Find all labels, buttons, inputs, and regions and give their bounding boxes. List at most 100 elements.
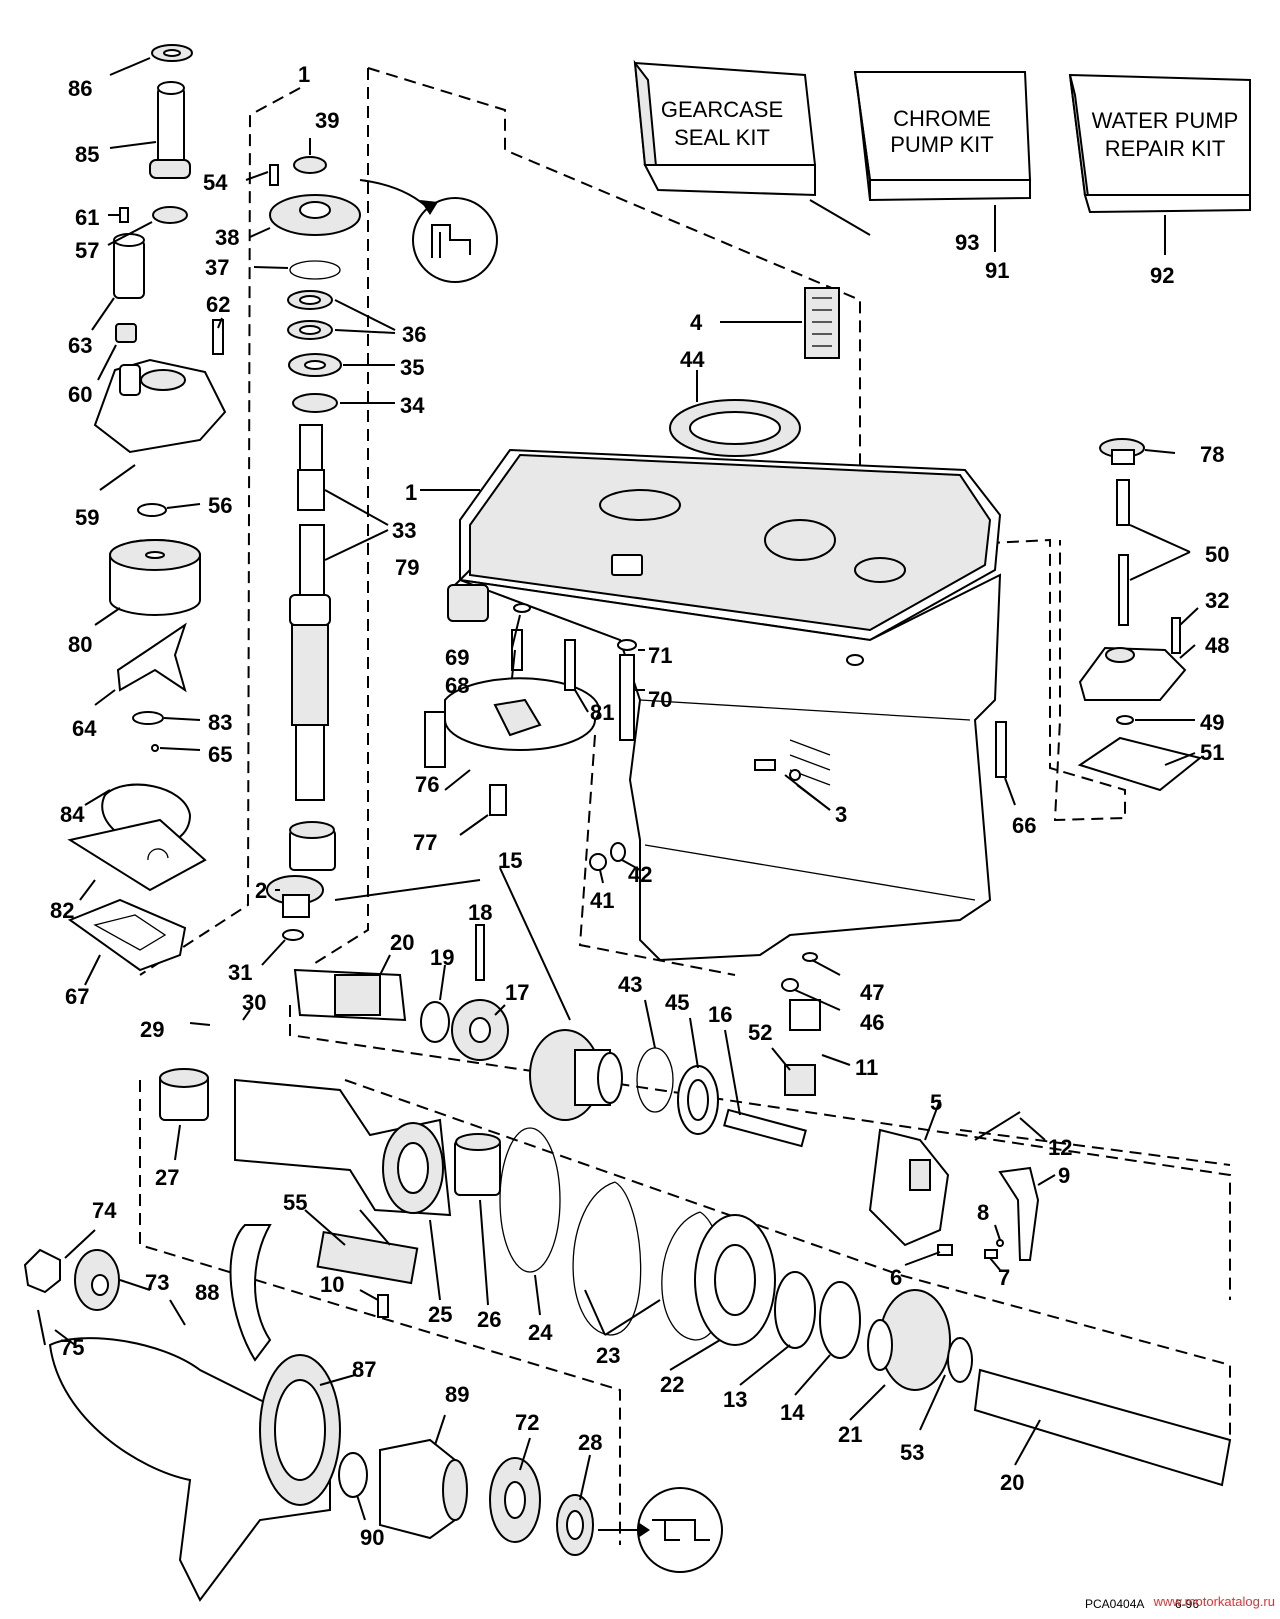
callout-32: 32 (1205, 588, 1229, 613)
part-7-spring (984, 1249, 998, 1259)
kit-box-gearcase-seal: GEARCASE SEAL KIT (633, 59, 817, 197)
callout-74: 74 (92, 1198, 117, 1223)
callout-4: 4 (690, 310, 703, 335)
callout-63: 63 (68, 333, 92, 358)
callout-85: 85 (75, 142, 99, 167)
callout-69: 69 (445, 645, 469, 670)
part-66-screw (995, 721, 1007, 778)
callout-83: 83 (208, 710, 232, 735)
sealant-symbol-icon (359, 179, 498, 283)
carrier-and-prop-parts (23, 1068, 1232, 1602)
callout-38: 38 (215, 225, 239, 250)
part-33-shaft-mid (299, 524, 325, 596)
callout-12: 12 (1048, 1135, 1072, 1160)
callout-61: 61 (75, 205, 99, 230)
part-33-spring (291, 624, 329, 726)
part-54-screw (269, 164, 279, 186)
kit-box-water-pump-repair: WATER PUMP REPAIR KIT (1068, 73, 1251, 214)
callout-55: 55 (283, 1190, 307, 1215)
callout-7: 7 (998, 1265, 1010, 1290)
callout-91: 91 (985, 258, 1009, 283)
kit-chrome-line2: PUMP KIT (890, 132, 994, 157)
callout-39: 39 (315, 108, 339, 133)
part-46-screw (781, 978, 799, 992)
callout-49: 49 (1200, 710, 1224, 735)
part-88-propeller (48, 1337, 331, 1602)
callout-1-top: 1 (298, 62, 310, 87)
callout-20b: 20 (1000, 1470, 1024, 1495)
callout-46: 46 (860, 1010, 884, 1035)
part-23-retaining-ring (572, 1181, 642, 1336)
part-43-washer (636, 1047, 674, 1113)
gearcase-housing (424, 287, 1002, 992)
callout-52: 52 (748, 1020, 772, 1045)
callout-25: 25 (428, 1302, 452, 1327)
driveshaft-parts (266, 156, 361, 941)
callout-59: 59 (75, 505, 99, 530)
part-65-key (151, 744, 159, 752)
part-42-seal (610, 842, 626, 862)
callout-57: 57 (75, 238, 99, 263)
callout-76: 76 (415, 772, 439, 797)
part-75-cotter-pin (37, 1309, 46, 1346)
callout-62: 62 (206, 292, 230, 317)
part-18-pin (475, 924, 485, 981)
part-50-rod (1116, 479, 1130, 526)
part-63-insert (113, 239, 145, 299)
callout-41: 41 (590, 888, 614, 913)
part-19-ring (420, 1001, 450, 1043)
callout-54: 54 (203, 170, 228, 195)
part-10-screw (377, 1294, 389, 1318)
callout-56: 56 (208, 493, 232, 518)
callout-84: 84 (60, 802, 85, 827)
part-56-oring (137, 503, 167, 517)
part-69-washer (513, 603, 531, 613)
water-pump-parts (67, 44, 227, 972)
part-74-nut (23, 1248, 61, 1294)
shift-parts (995, 438, 1203, 792)
part-8-ball (996, 1239, 1004, 1247)
part-20b-propshaft (973, 1368, 1232, 1487)
part-51-gasket (1077, 736, 1203, 792)
callout-1: 1 (405, 480, 417, 505)
callout-2: 2 (255, 878, 267, 903)
part-13-washer (774, 1271, 816, 1349)
part-64-impeller (116, 622, 187, 693)
callout-86: 86 (68, 76, 92, 101)
watermark: www.motorkatalog.ru (1153, 1594, 1275, 1609)
part-55-plate (316, 1230, 419, 1285)
part-81-screw (564, 639, 576, 691)
callout-42: 42 (628, 862, 652, 887)
part-34-bearing (292, 393, 338, 413)
callout-16: 16 (708, 1002, 732, 1027)
kit-leaders (809, 199, 1166, 255)
part-14-bearing (819, 1281, 861, 1359)
callout-77: 77 (413, 830, 437, 855)
part-61-screw (119, 207, 129, 223)
part-79-plug (447, 584, 489, 622)
callout-8: 8 (977, 1200, 989, 1225)
part-12-pin (974, 1111, 1021, 1141)
kit-chrome-line1: CHROME (893, 106, 991, 131)
kit-gearcase-line2: SEAL KIT (674, 125, 770, 150)
callout-88: 88 (195, 1280, 219, 1305)
callout-44: 44 (680, 347, 705, 372)
callout-22: 22 (660, 1372, 684, 1397)
part-1-housing-body (459, 573, 1002, 962)
callout-51: 51 (1200, 740, 1224, 765)
callout-79: 79 (395, 555, 419, 580)
callout-72: 72 (515, 1410, 539, 1435)
callout-21: 21 (838, 1422, 862, 1447)
callout-93: 93 (955, 230, 979, 255)
part-16-pin (723, 1108, 807, 1148)
callout-43: 43 (618, 972, 642, 997)
callout-14: 14 (780, 1400, 805, 1425)
callout-28: 28 (578, 1430, 602, 1455)
callout-81: 81 (590, 700, 614, 725)
callout-47: 47 (860, 980, 884, 1005)
callout-11: 11 (855, 1055, 878, 1080)
callout-75: 75 (60, 1335, 84, 1360)
drawing-code: PCA0404A (1085, 1597, 1144, 1611)
callout-66: 66 (1012, 813, 1036, 838)
